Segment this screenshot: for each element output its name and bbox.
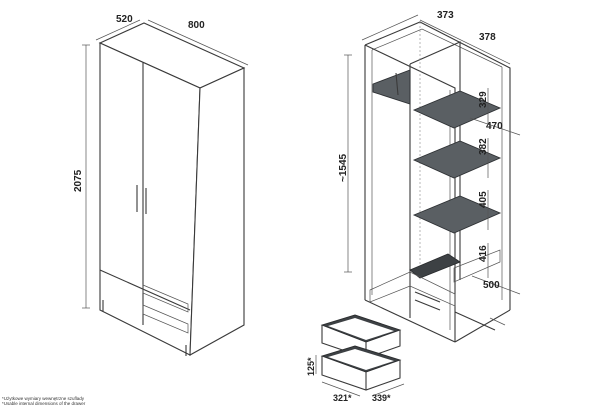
bottom-shelf <box>409 253 461 279</box>
drawer-detail: 125* 321* 339* <box>306 314 405 403</box>
open-left-width-label: 373 <box>437 10 454 21</box>
hanging-rail <box>395 72 399 96</box>
shelf-gap-2-label: 382 <box>478 138 489 155</box>
upper-drawer <box>142 284 189 313</box>
closed-width-label: 800 <box>188 20 205 31</box>
drawer-width-label: 321* <box>333 393 352 403</box>
drawer-height-label: 125* <box>306 357 316 376</box>
closed-height-label: 2075 <box>73 169 84 192</box>
shelf-gap-4-label: 416 <box>478 245 489 262</box>
drawer-depth-label: 339* <box>372 393 391 403</box>
bottom-depth-label: 500 <box>483 280 500 291</box>
open-right-width-label: 378 <box>479 32 496 43</box>
shelf-depth-label: 470 <box>486 121 503 132</box>
shelf-gap-3-label: 405 <box>478 191 489 208</box>
shelf-gap-1-label: 329 <box>478 91 489 108</box>
footnote-line-pl: *Użytkowe wymiary wewnętrzne szuflady <box>2 396 85 401</box>
open-wardrobe: 373 378 ~1545 329 470 382 405 416 500 <box>338 10 521 343</box>
drawer-footnote: *Użytkowe wymiary wewnętrzne szuflady *U… <box>2 396 132 406</box>
drawer-runner-1 <box>414 291 441 303</box>
hanging-rail-panel <box>372 69 411 105</box>
open-height-label: ~1545 <box>338 153 349 182</box>
shelf-2 <box>412 140 502 179</box>
shelf-1 <box>412 90 502 129</box>
drawer-runner-2 <box>414 299 441 311</box>
lower-drawer <box>142 304 189 334</box>
closed-wardrobe: 520 800 2075 <box>73 14 249 356</box>
shelf-3 <box>412 195 502 234</box>
footnote-line-en: *Usable internal dimensions of the drawe… <box>2 401 86 406</box>
closed-depth-label: 520 <box>116 14 133 25</box>
